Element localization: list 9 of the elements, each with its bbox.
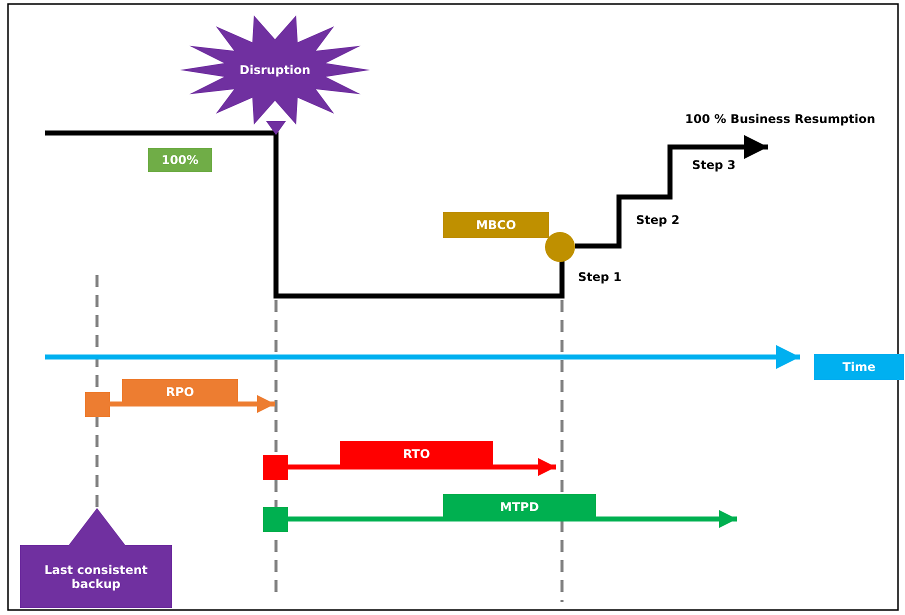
label-box: 100% [148, 148, 212, 172]
step-label: Step 3 [692, 158, 736, 172]
step-label: Step 1 [578, 270, 622, 284]
step-label: Step 2 [636, 213, 680, 227]
burst-label: Disruption [240, 63, 310, 77]
end-label: 100 % Business Resumption [685, 112, 876, 126]
label-box: RTO [340, 441, 493, 467]
label-box: Time [814, 354, 904, 380]
label-box: MBCO [443, 212, 549, 238]
